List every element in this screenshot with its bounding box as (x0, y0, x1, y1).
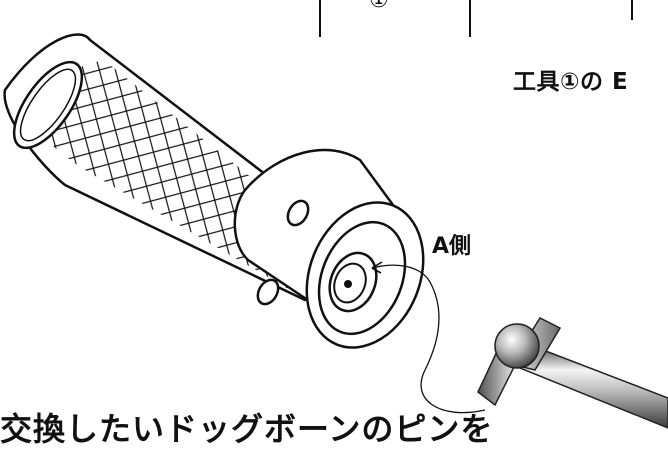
hammer-icon (477, 317, 668, 429)
tool-caption: 工具①の E (513, 69, 629, 95)
bottom-caption: 交換したいドッグボーンのピンを (0, 410, 494, 448)
table-lines (319, 0, 633, 37)
knurled-tool-icon (3, 33, 425, 349)
side-a-label: A側 (432, 234, 472, 259)
arrow-icon (371, 261, 486, 414)
circled-number-label: ① (369, 0, 389, 13)
